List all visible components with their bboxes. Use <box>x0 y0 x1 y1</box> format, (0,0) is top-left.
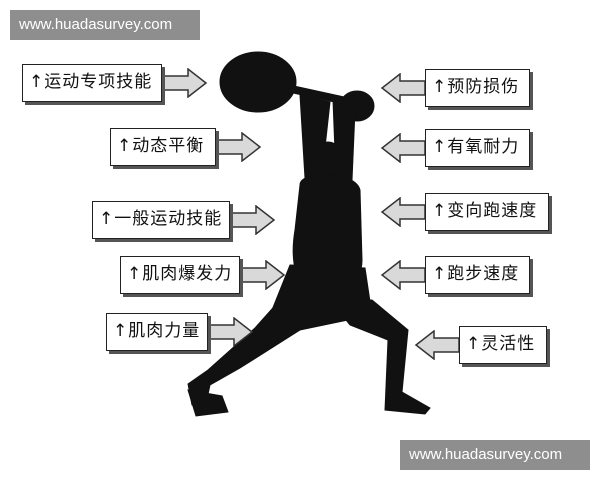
arrow-left-icon <box>414 330 460 360</box>
label-sport-specific-skills: ↑运动专项技能 <box>22 64 162 102</box>
label-change-of-direction-speed: ↑变向跑速度 <box>425 193 549 231</box>
arrow-right-icon <box>240 260 286 290</box>
arrow-right-icon <box>216 132 262 162</box>
label-aerobic-endurance: ↑有氧耐力 <box>425 129 530 167</box>
leg-front <box>328 299 431 415</box>
watermark-bottom: www.huadasurvey.com <box>400 440 590 470</box>
label-general-motor-skills: ↑一般运动技能 <box>92 201 230 239</box>
arrow-right-icon <box>208 317 254 347</box>
label-injury-prevention: ↑预防损伤 <box>425 69 530 107</box>
arrow-right-icon <box>162 68 208 98</box>
label-running-speed: ↑跑步速度 <box>425 256 530 294</box>
arrow-left-icon <box>380 133 426 163</box>
label-muscle-power: ↑肌肉爆发力 <box>120 256 240 294</box>
arrow-left-icon <box>380 73 426 103</box>
foot-back <box>187 389 229 417</box>
arrow-left-icon <box>380 260 426 290</box>
label-agility: ↑灵活性 <box>459 326 547 364</box>
label-muscle-strength: ↑肌肉力量 <box>106 313 208 351</box>
arrow-left-icon <box>380 197 426 227</box>
label-dynamic-balance: ↑动态平衡 <box>110 128 216 166</box>
arrow-right-icon <box>230 205 276 235</box>
barbell-bar <box>249 76 361 108</box>
watermark-top: www.huadasurvey.com <box>10 10 200 40</box>
